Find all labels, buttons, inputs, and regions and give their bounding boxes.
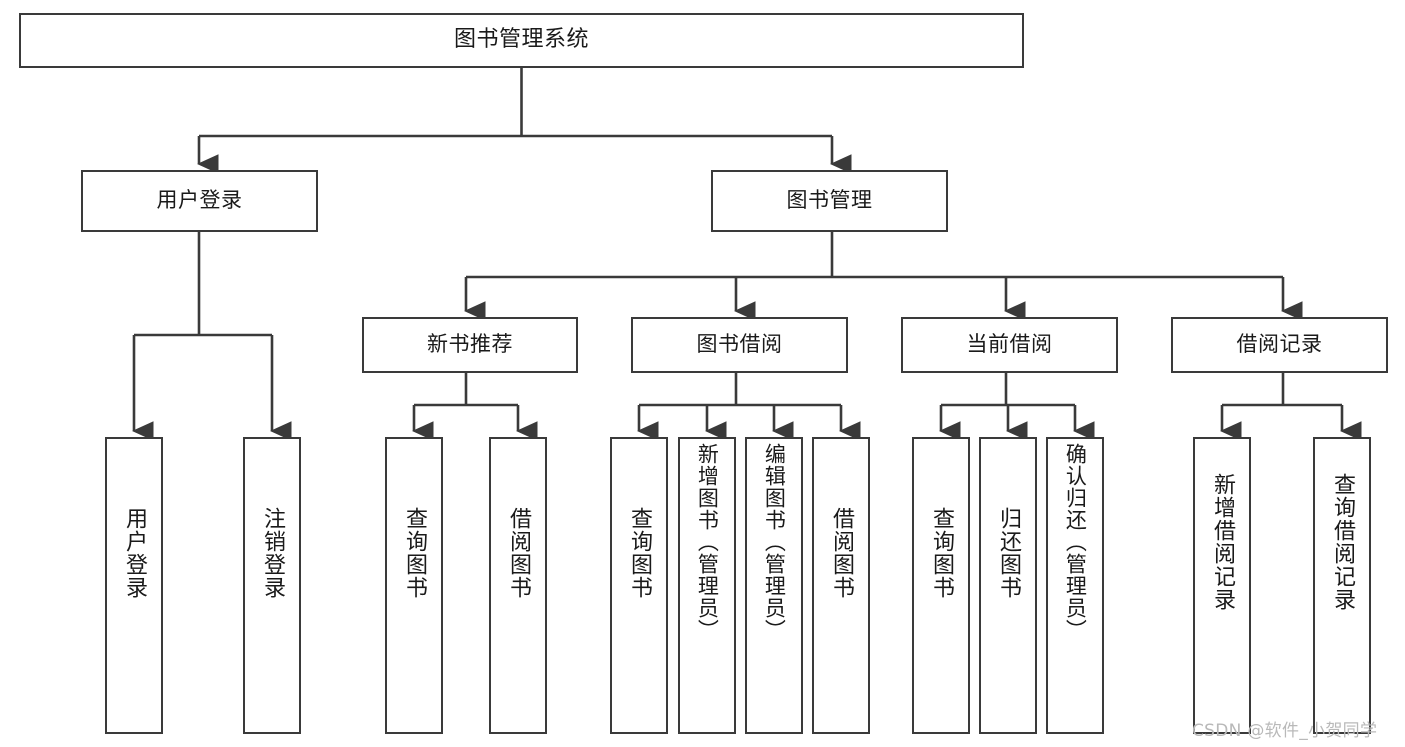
- node-label: 归还图书: [995, 507, 1021, 599]
- leaf-query-book-current[interactable]: 查询图书: [912, 437, 970, 734]
- node-current-borrow[interactable]: 当前借阅: [901, 317, 1118, 373]
- node-label: 新增借阅记录: [1209, 473, 1235, 611]
- node-user-login[interactable]: 用户登录: [81, 170, 318, 232]
- leaf-query-book-recommend[interactable]: 查询图书: [385, 437, 443, 734]
- leaf-add-book-admin[interactable]: 新增图书（管理员）: [678, 437, 736, 734]
- node-label: 图书管理: [786, 188, 873, 213]
- node-book-management[interactable]: 图书管理: [711, 170, 948, 232]
- node-label: 借阅图书: [505, 507, 531, 599]
- node-root-book-management-system[interactable]: 图书管理系统: [19, 13, 1024, 68]
- node-label: 编辑图书（管理员）: [762, 443, 787, 641]
- leaf-borrow-book-borrow[interactable]: 借阅图书: [812, 437, 870, 734]
- node-label: 查询图书: [626, 507, 652, 599]
- leaf-query-borrow-record[interactable]: 查询借阅记录: [1313, 437, 1371, 734]
- leaf-return-book[interactable]: 归还图书: [979, 437, 1037, 734]
- node-label: 借阅图书: [828, 507, 854, 599]
- node-label: 新增图书（管理员）: [695, 443, 720, 641]
- node-new-book-recommend[interactable]: 新书推荐: [362, 317, 578, 373]
- node-label: 当前借阅: [966, 332, 1053, 357]
- node-label: 新书推荐: [427, 332, 513, 357]
- node-label: 用户登录: [121, 507, 147, 599]
- leaf-query-book-borrow[interactable]: 查询图书: [610, 437, 668, 734]
- node-label: 图书管理系统: [453, 27, 589, 53]
- node-label: 借阅记录: [1236, 332, 1323, 357]
- node-label: 查询图书: [928, 507, 954, 599]
- leaf-edit-book-admin[interactable]: 编辑图书（管理员）: [745, 437, 803, 734]
- node-book-borrow[interactable]: 图书借阅: [631, 317, 848, 373]
- node-label: 用户登录: [156, 188, 243, 213]
- node-borrow-record[interactable]: 借阅记录: [1171, 317, 1388, 373]
- leaf-add-borrow-record[interactable]: 新增借阅记录: [1193, 437, 1251, 734]
- node-label: 图书借阅: [696, 332, 783, 357]
- leaf-logout-login[interactable]: 注销登录: [243, 437, 301, 734]
- node-label: 查询借阅记录: [1329, 473, 1355, 611]
- leaf-borrow-book-recommend[interactable]: 借阅图书: [489, 437, 547, 734]
- node-label: 确认归还（管理员）: [1063, 443, 1088, 641]
- node-label: 查询图书: [401, 507, 427, 599]
- leaf-confirm-return-admin[interactable]: 确认归还（管理员）: [1046, 437, 1104, 734]
- node-label: 注销登录: [259, 507, 285, 599]
- csdn-watermark: CSDN @软件_小贺同学: [1192, 721, 1378, 741]
- leaf-user-login[interactable]: 用户登录: [105, 437, 163, 734]
